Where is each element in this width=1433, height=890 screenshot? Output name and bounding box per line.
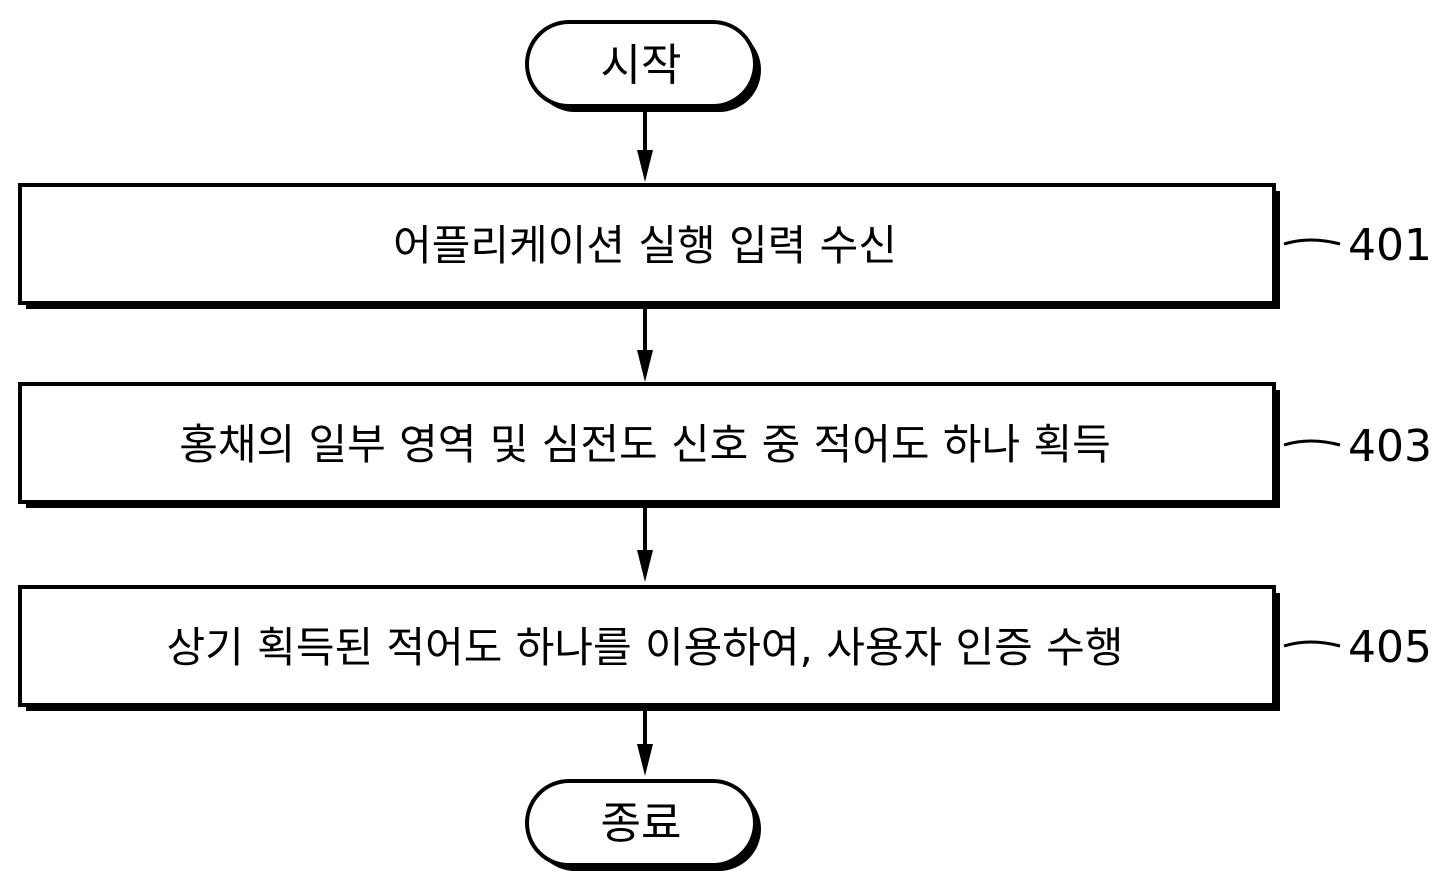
step-ref-403: 403	[1284, 421, 1432, 472]
end-label: 종료	[601, 798, 682, 849]
step-box-401: 어플리케이션 실행 입력 수신	[20, 185, 1280, 309]
step-ref-401: 401	[1284, 220, 1432, 271]
start-terminal: 시작	[527, 22, 761, 112]
arrow-405-to-end	[637, 711, 653, 776]
arrow-403-to-405	[637, 508, 653, 582]
step-label-405: 상기 획득된 적어도 하나를 이용하여, 사용자 인증 수행	[167, 623, 1124, 672]
step-box-405: 상기 획득된 적어도 하나를 이용하여, 사용자 인증 수행	[20, 587, 1280, 711]
step-label-401: 어플리케이션 실행 입력 수신	[393, 221, 897, 270]
start-label: 시작	[601, 40, 682, 91]
step-label-403: 홍채의 일부 영역 및 심전도 신호 중 적어도 하나 획득	[179, 420, 1111, 469]
end-terminal: 종료	[527, 781, 761, 871]
step-ref-label-405: 405	[1348, 622, 1432, 673]
step-ref-label-403: 403	[1348, 421, 1432, 472]
step-box-403: 홍채의 일부 영역 및 심전도 신호 중 적어도 하나 획득	[20, 384, 1280, 508]
step-ref-405: 405	[1284, 622, 1432, 673]
arrow-401-to-403	[637, 309, 653, 382]
arrow-start-to-401	[637, 112, 653, 182]
step-ref-label-401: 401	[1348, 220, 1432, 271]
